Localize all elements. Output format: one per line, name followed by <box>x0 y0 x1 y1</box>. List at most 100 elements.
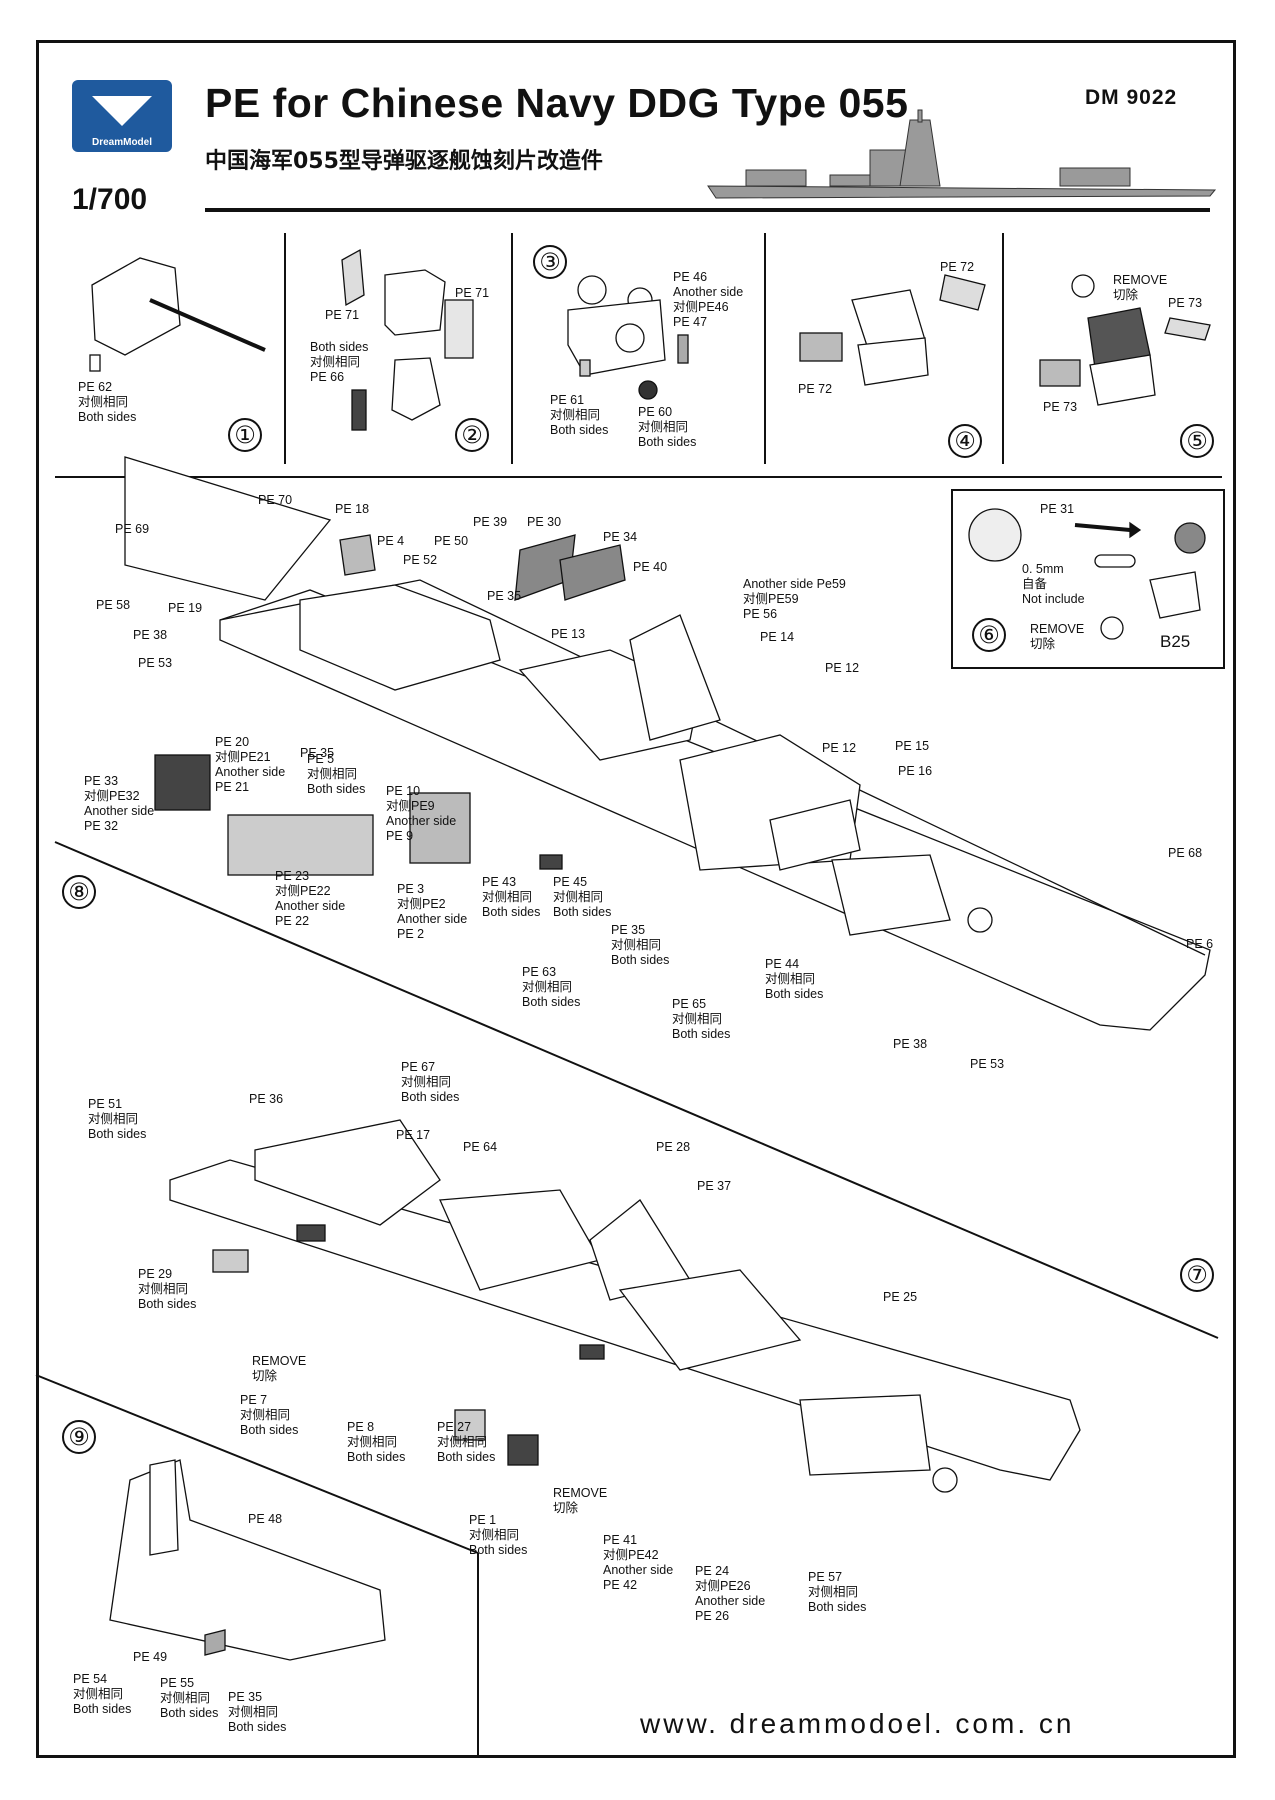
part-label-line: PE 67 <box>401 1060 436 1074</box>
part-label-line: Both sides <box>310 340 369 354</box>
part-label: PE 58 <box>96 598 130 613</box>
part-label: PE 18 <box>335 502 369 517</box>
part-label-line: PE 47 <box>673 315 708 329</box>
part-label-line: PE 21 <box>215 780 250 794</box>
part-label-line: PE 23 <box>275 869 310 883</box>
part-label: PE 4 <box>377 534 404 549</box>
step1-turret <box>89 257 266 372</box>
part-label-line: PE 5 <box>307 752 335 766</box>
part-label-line: PE 9 <box>386 829 414 843</box>
part-label: PE 72 <box>940 260 974 275</box>
part-label-line: PE 52 <box>403 553 438 567</box>
part-label-line: Both sides <box>160 1706 219 1720</box>
part-label-line: 对侧相同 <box>553 890 604 904</box>
part-label-line: PE 28 <box>656 1140 691 1154</box>
part-label-line: PE 19 <box>168 601 203 615</box>
part-label-line: Both sides <box>611 953 670 967</box>
part-label-line: 切除 <box>1113 288 1139 302</box>
part-label-line: PE 61 <box>550 393 585 407</box>
part-label: PE 73 <box>1043 400 1077 415</box>
brand-logo: DreamModel <box>72 80 172 152</box>
step-number-6: ⑥ <box>972 618 1006 652</box>
part-label-line: PE 62 <box>78 380 113 394</box>
part-label-line: PE 43 <box>482 875 517 889</box>
part-label-line: Both sides <box>228 1720 287 1734</box>
part-label: PE 14 <box>760 630 794 645</box>
step4-parts <box>799 274 986 386</box>
part-label-line: PE 4 <box>377 534 405 548</box>
part-label-line: 对侧PE9 <box>386 799 435 813</box>
part-label-line: PE 30 <box>527 515 562 529</box>
part-label-line: REMOVE <box>252 1354 307 1368</box>
part-label-line: 对侧相同 <box>469 1528 520 1542</box>
part-label-line: 对侧相同 <box>672 1012 723 1026</box>
part-label: PE 30 <box>527 515 561 530</box>
part-label: PE 70 <box>258 493 292 508</box>
part-label-line: Both sides <box>808 1600 867 1614</box>
part-label-line: Both sides <box>307 782 366 796</box>
part-label: PE 52 <box>403 553 437 568</box>
part-label-line: Both sides <box>522 995 581 1009</box>
part-label-line: PE 24 <box>695 1564 730 1578</box>
part-label: PE 49 <box>133 1650 167 1665</box>
part-label-line: Another side <box>603 1563 674 1577</box>
part-label-line: PE 54 <box>73 1672 108 1686</box>
part-label-line: 对侧PE2 <box>397 897 446 911</box>
part-label: PE 12 <box>825 661 859 676</box>
part-label-line: Both sides <box>672 1027 731 1041</box>
step-number-3: ③ <box>533 245 567 279</box>
part-label-line: PE 73 <box>1168 296 1203 310</box>
part-label-line: PE 38 <box>893 1037 928 1051</box>
part-label-line: PE 22 <box>275 914 310 928</box>
part-label-line: REMOVE <box>1030 622 1085 636</box>
part-label: PE 15 <box>895 739 929 754</box>
part-label-line: Both sides <box>638 435 697 449</box>
part-label-line: 对侧相同 <box>347 1435 398 1449</box>
part-label-line: PE 27 <box>437 1420 472 1434</box>
part-label: PE 50 <box>434 534 468 549</box>
part-label: PE 19 <box>168 601 202 616</box>
part-label-line: PE 3 <box>397 882 425 896</box>
part-label-line: PE 2 <box>397 927 425 941</box>
part-label-line: 对侧PE46 <box>673 300 729 314</box>
part-label-line: PE 35 <box>228 1690 263 1704</box>
part-label-line: PE 16 <box>898 764 933 778</box>
part-label-line: PE 50 <box>434 534 469 548</box>
step-number-9: ⑨ <box>62 1420 96 1454</box>
part-label-line: PE 42 <box>603 1578 638 1592</box>
part-label-line: PE 17 <box>396 1128 431 1142</box>
part-label-line: Not include <box>1022 592 1085 606</box>
part-label-line: Another side <box>386 814 457 828</box>
part-label-line: 对侧相同 <box>611 938 662 952</box>
part-label: PE 37 <box>697 1179 731 1194</box>
part-label: PE 28 <box>656 1140 690 1155</box>
part-label-line: PE 6 <box>1186 937 1214 951</box>
part-label: PE 53 <box>970 1057 1004 1072</box>
part-label-line: PE 35 <box>611 923 646 937</box>
part-label: PE 39 <box>473 515 507 530</box>
part-label: PE 6 <box>1186 937 1213 952</box>
part-label-line: 对侧相同 <box>78 395 129 409</box>
part-label: PE 16 <box>898 764 932 779</box>
part-label-line: PE 1 <box>469 1513 497 1527</box>
part-label-line: PE 34 <box>603 530 638 544</box>
part-label-line: PE 7 <box>240 1393 268 1407</box>
part-label-line: Both sides <box>469 1543 528 1557</box>
part-label-line: PE 73 <box>1043 400 1078 414</box>
part-label-line: Both sides <box>138 1297 197 1311</box>
part-label-line: PE 45 <box>553 875 588 889</box>
part-label-line: PE 69 <box>115 522 150 536</box>
part-label: PE 69 <box>115 522 149 537</box>
